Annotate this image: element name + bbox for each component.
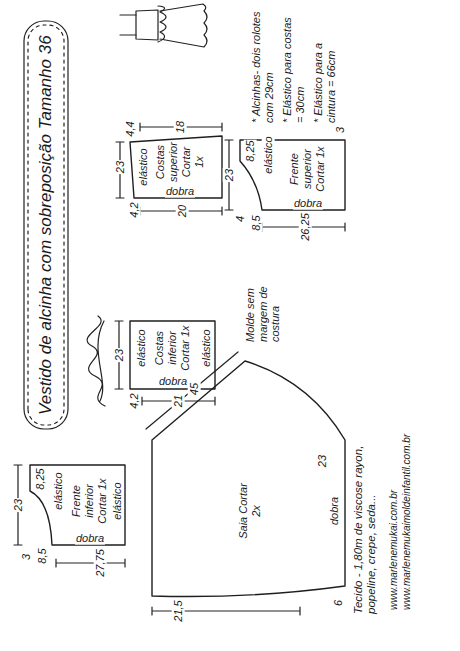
piece-name: Costas inferior Cortar 1x [153,324,193,372]
dimension-label: 23 [223,168,236,182]
note-text: Tecido - 1,80m de viscose rayon, popelin… [352,398,378,615]
piece-name: Frente superior Cortar 1x [288,143,328,195]
note-text: * Elástico para a cintura = 66cm [312,10,337,124]
title-frame [24,21,68,429]
dimension-label: 4,2 [128,392,141,409]
piece-text-group: Costas superior Cortar 1x [154,140,207,184]
pattern-piece: Saia Cortar 2x [148,355,348,601]
dimension-label: 4,4 [124,120,137,137]
dimension-label: 8,25 [34,467,47,490]
signature [87,316,105,406]
piece-outline-path [130,136,222,198]
piece-outline-path [130,321,215,389]
piece-text-group: Frente inferior Cortar 1x [70,473,110,529]
dimension-label: 26,25 [299,212,312,242]
dimension-label: 27,75 [94,548,107,578]
fold-label: dobra [293,197,323,210]
dimension-label: 8,5 [36,547,49,564]
dimension-label: 4,2 [128,201,141,218]
dimension-label: 8,5 [250,214,263,231]
dimension-label: elástico [135,328,148,367]
dimension-label: 23 [114,160,127,174]
note-text: * Alcinhas- dois rolotes com 29cm [250,10,275,124]
piece-outline-path [152,361,345,597]
fold-label: dobra [165,185,195,198]
piece-text-group: Frente superior Cortar 1x [288,143,328,195]
dimension-label: elástico [262,135,275,174]
piece-outline-path [30,465,125,545]
piece-text-group: Saia Cortar 2x [237,481,263,541]
dimension-label: 21,5 [172,599,185,622]
dimension-label: elástico [137,147,150,186]
title-frame-scallop [28,25,64,425]
piece-name: Frente inferior Cortar 1x [70,473,110,529]
fold-label: dobra [158,375,188,388]
dimension-label: 8,25 [244,139,257,162]
dimension-label: 20 [176,204,189,218]
piece-text-group: Costas inferior Cortar 1x [153,324,193,372]
note-text: Molde sem margem de costura [244,281,282,343]
note-text: * Elástico para costas = 30cm [281,10,306,124]
dimension-label: 3 [334,126,347,134]
dimension-label: 23 [12,498,25,512]
dimension-label: elástico [52,471,65,510]
dimension-label: 23 [113,348,126,362]
note-text: www.marlenemukaimoldeinfantil.com.br [401,433,413,611]
note-text: www.marlenemukai.com.br [388,489,400,611]
dimension-label: dobra [328,496,341,526]
dimension-label: 6 [332,599,345,607]
title-text: Vestido de alcinha com sobreposição Tama… [36,35,56,415]
dimension-label: 3 [20,553,33,561]
dimension-label: 18 [174,120,187,134]
dimension-label: elástico [111,481,124,520]
piece-outline [148,355,348,601]
piece-name: Costas superior Cortar 1x [154,140,207,184]
piece-name: Saia Cortar 2x [237,481,263,541]
dimension-label: 21 [172,394,185,408]
fold-label: dobra [75,532,105,545]
dimension-label: 45 [188,382,201,396]
piece-outline-path [240,140,345,210]
dimension-label: 23 [316,454,329,468]
dress-illustration [120,4,207,47]
dimension-label: elástico [200,328,213,367]
dimension-label: 4 [234,215,247,223]
dimension-lines [14,123,345,615]
